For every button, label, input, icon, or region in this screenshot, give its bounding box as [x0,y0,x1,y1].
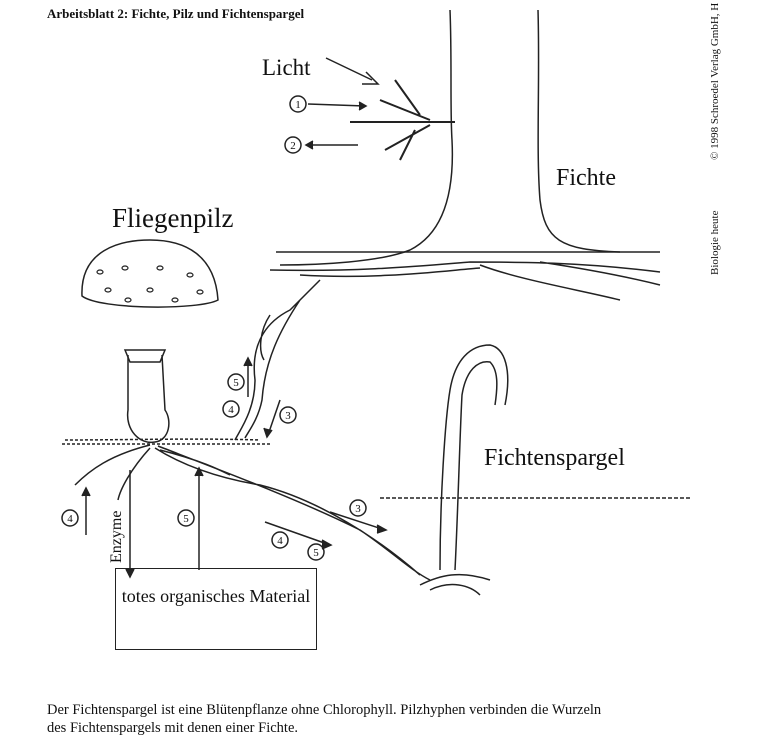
mushroom-cap [81,239,219,308]
marker-4: 4 [228,404,234,416]
spruce-trunk [279,9,454,266]
marker-4: 4 [277,535,283,547]
material-box-label: totes organisches Material [121,586,311,606]
marker-2: 2 [290,140,296,152]
mycelium [74,444,431,581]
caption-line-1: Der Fichtenspargel ist eine Blütenpflanz… [47,702,602,718]
label-fichte: Fichte [556,165,616,191]
arrow-1 [307,103,366,107]
caption-line-2: des Fichtenspargels mit denen einer Fich… [47,720,299,736]
marker-3: 3 [285,410,291,422]
worksheet-title: Arbeitsblatt 2: Fichte, Pilz und Fichten… [47,6,305,21]
monotropa-plant [439,344,509,571]
marker-3: 3 [355,503,361,515]
label-enzyme: Enzyme [108,510,125,563]
label-fichtenspargel: Fichtenspargel [484,445,625,471]
material-box [115,568,317,650]
light-arrow [325,57,380,85]
label-licht: Licht [262,55,311,80]
label-fliegenpilz: Fliegenpilz [112,203,234,233]
ground-line [269,251,661,301]
marker-4: 4 [67,513,73,525]
spruce-trunk-right [537,9,621,253]
marker-1: 1 [295,99,301,111]
branch [350,79,455,161]
marker-5: 5 [233,377,239,389]
forest-floor [62,438,270,445]
hyphae-to-spruce [234,279,321,441]
mushroom-stem [126,354,170,444]
marker-5: 5 [313,547,319,559]
marker-5: 5 [183,513,189,525]
circled-markers [61,373,367,561]
